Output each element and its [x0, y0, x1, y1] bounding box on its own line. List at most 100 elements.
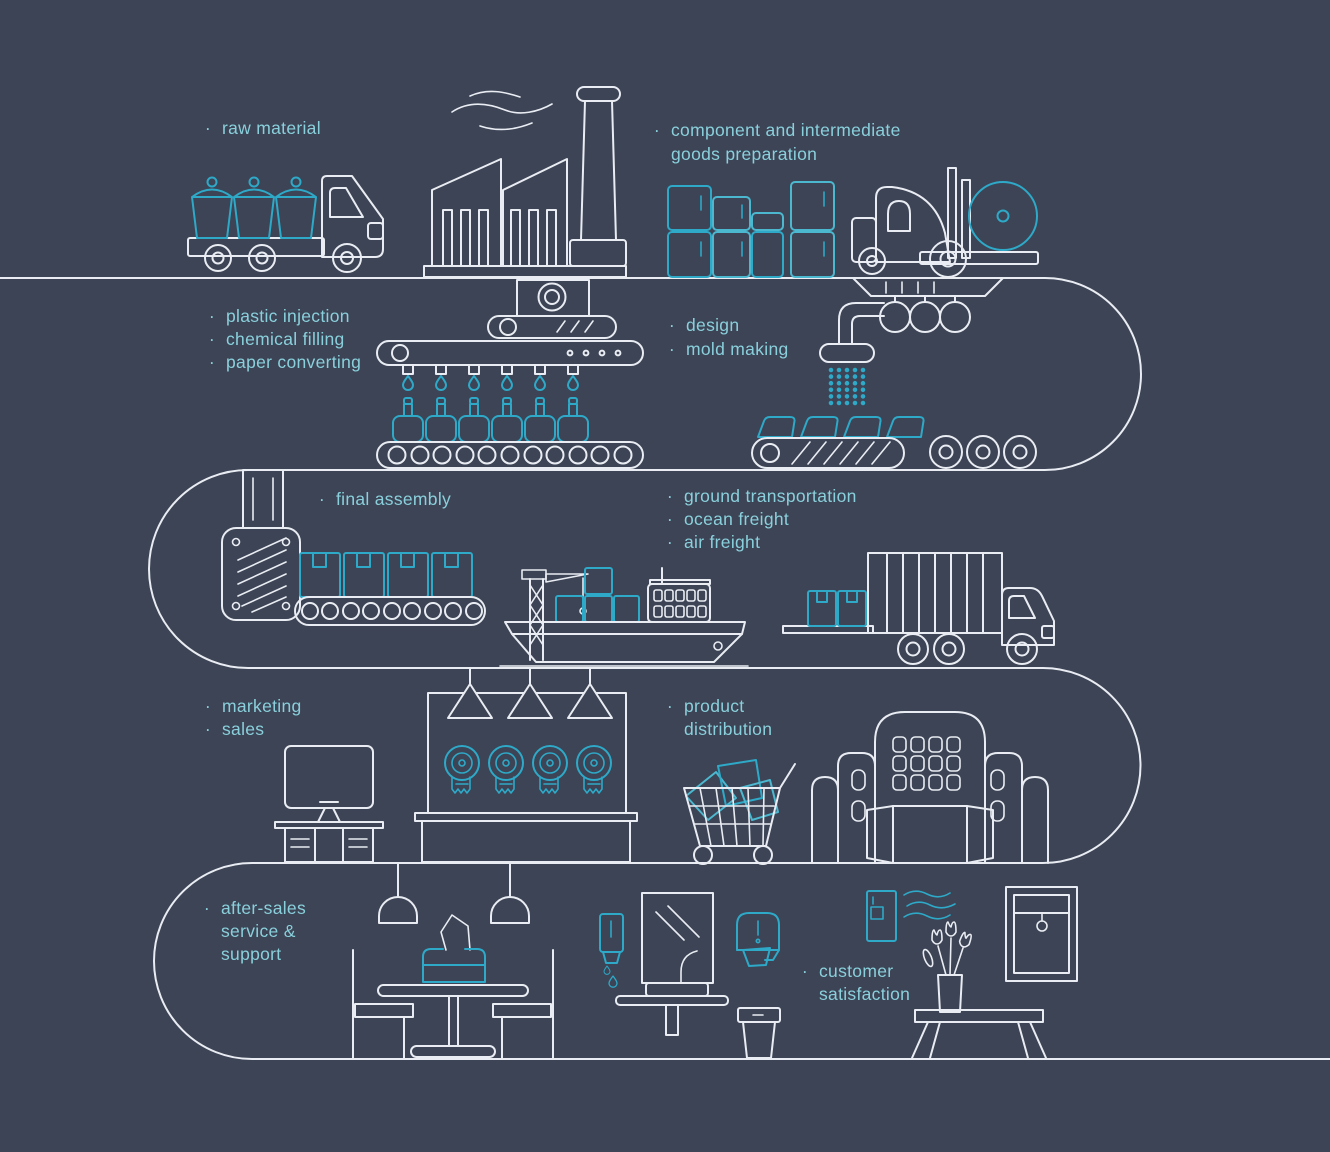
- bullet-icon: ·: [204, 719, 212, 739]
- packed-boxes-icon: [299, 552, 473, 598]
- label-line: ·service &: [203, 920, 306, 943]
- label-satisfaction: · customer ·satisfaction: [801, 960, 910, 1006]
- loading-boxes-icon: [807, 590, 867, 627]
- shopping-cart-icon: [683, 759, 796, 865]
- label-line: ·chemical filling: [208, 328, 361, 351]
- bullet-icon: ·: [208, 306, 216, 326]
- stage-label: ground transportation: [684, 486, 857, 506]
- stage-label: ocean freight: [684, 509, 790, 529]
- assembly-press-icon: [221, 469, 301, 621]
- bullet-icon: ·: [204, 118, 212, 138]
- raw-material-truck-icon: [187, 175, 384, 273]
- paper-roll-icon: [968, 181, 1038, 251]
- forklift-icon: [851, 167, 1039, 278]
- bottles-icon: [392, 397, 589, 443]
- label-line: · component and intermediate: [653, 118, 901, 142]
- bullet-icon: ·: [668, 339, 676, 359]
- freight-truck-icon: [782, 552, 1055, 665]
- stage-label: final assembly: [336, 489, 452, 509]
- label-freight: · ground transportation · ocean freight · a…: [666, 485, 857, 554]
- paper-rolls-display-icon: [444, 745, 612, 794]
- label-design: · design ·mold making: [668, 313, 789, 361]
- pendant-lamps-icon: [378, 862, 530, 924]
- desktop-computer-icon: [274, 745, 384, 863]
- bullet-icon: ·: [666, 486, 674, 506]
- bullet-icon: ·: [666, 532, 674, 552]
- label-line: · sales: [204, 718, 302, 741]
- air-freshener-icon: [866, 890, 956, 942]
- bullet-icon: ·: [318, 489, 326, 509]
- label-line: · ocean freight: [666, 508, 857, 531]
- component-crates-icon: [667, 181, 835, 278]
- label-component: · component and intermediate ·goods prepa…: [653, 118, 901, 166]
- label-line: · marketing: [204, 695, 302, 718]
- label-raw-material: · raw material: [204, 117, 321, 140]
- flow-path: [0, 277, 1330, 1060]
- label-line: ·goods preparation: [653, 142, 901, 166]
- bullet-icon: ·: [208, 329, 216, 349]
- tissue-box-icon: [422, 948, 486, 983]
- stage-label: component and intermediate: [671, 120, 901, 140]
- bathroom-sink-icon: [615, 892, 729, 1036]
- stage-label: customer: [819, 961, 894, 981]
- conveyor-rollers-icon: [387, 445, 633, 465]
- bullet-icon: ·: [208, 352, 216, 372]
- wall-cabinet-icon: [1005, 886, 1078, 982]
- label-line: · ground transportation: [666, 485, 857, 508]
- stage-label: goods preparation: [671, 144, 818, 164]
- stage-label: marketing: [222, 696, 302, 716]
- stage-label: air freight: [684, 532, 761, 552]
- stage-label: sales: [222, 719, 265, 739]
- label-line: · final assembly: [318, 488, 451, 511]
- label-line: · paper converting: [208, 351, 361, 374]
- bullet-icon: ·: [204, 696, 212, 716]
- bullet-icon: ·: [666, 509, 674, 529]
- bullet-icon: ·: [203, 898, 211, 918]
- flower-bench-icon: [911, 921, 1047, 1059]
- label-line: ·satisfaction: [801, 983, 910, 1006]
- stage-label: after-sales: [221, 898, 306, 918]
- stage-label: paper converting: [226, 352, 362, 372]
- stage-label: product: [684, 696, 745, 716]
- label-line: · plastic injection: [208, 305, 361, 328]
- label-line: · customer: [801, 960, 910, 983]
- molded-parts-icon: [757, 416, 925, 438]
- ship-containers-icon: [555, 567, 640, 623]
- label-line: · product: [666, 695, 772, 718]
- label-aftersales: ·after-sales ·service & ·support: [203, 897, 306, 966]
- label-line: · air freight: [666, 531, 857, 554]
- paper-towel-dispenser-icon: [736, 912, 780, 967]
- bullet-icon: ·: [653, 120, 661, 140]
- injection-machine-icon: [376, 279, 644, 469]
- soap-dispenser-icon: [599, 913, 624, 988]
- label-line: · raw material: [204, 117, 321, 140]
- bullet-icon: ·: [801, 961, 809, 981]
- stage-label: raw material: [222, 118, 321, 138]
- stage-label: service &: [221, 921, 296, 941]
- label-marketing: · marketing · sales: [204, 695, 302, 741]
- label-distribution: · product · distribution: [666, 695, 772, 741]
- trash-bin-icon: [737, 1007, 781, 1059]
- stage-label: plastic injection: [226, 306, 350, 326]
- store-windows-icon: [892, 736, 961, 791]
- label-line: · after-sales: [203, 897, 306, 920]
- label-line: ·mold making: [668, 337, 789, 361]
- cafe-table-icon: [352, 914, 554, 1060]
- stage-label: design: [686, 315, 740, 335]
- stage-label: distribution: [684, 719, 773, 739]
- showroom-display-icon: [414, 667, 638, 863]
- cargo-ship-icon: [499, 567, 749, 667]
- assembly-conveyor-icon: [294, 552, 486, 626]
- store-building-icon: [811, 711, 1049, 864]
- label-line: · design: [668, 313, 789, 337]
- bullet-icon: ·: [668, 315, 676, 335]
- droplets-icon: [402, 375, 579, 391]
- label-final-assembly: · final assembly: [318, 488, 451, 511]
- label-processing: · plastic injection ·chemical filling · pa…: [208, 305, 361, 374]
- mold-making-machine-icon: [751, 277, 1037, 469]
- factory-icon: [423, 86, 627, 278]
- bullet-icon: ·: [666, 696, 674, 716]
- raw-material-containers-icon: [191, 176, 317, 239]
